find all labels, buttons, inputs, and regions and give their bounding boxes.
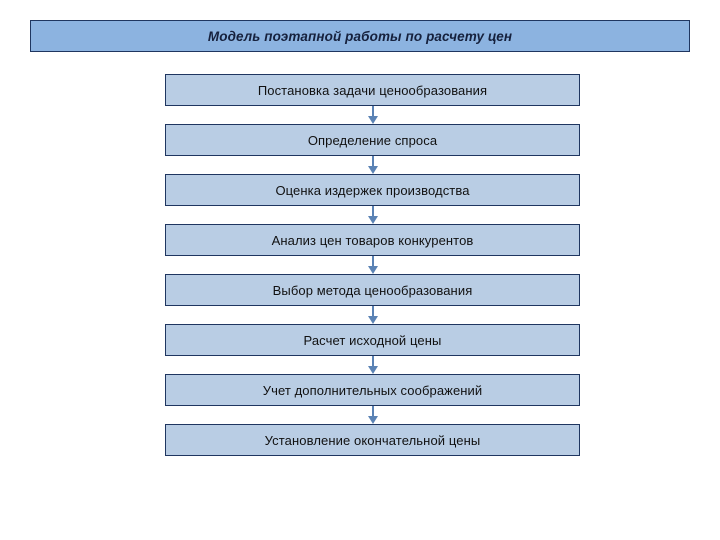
flow-step-label: Постановка задачи ценообразования [257,82,488,98]
diagram-title-text: Модель поэтапной работы по расчету цен [207,28,513,44]
flow-arrow-5-to-6 [165,306,580,324]
flow-step-box[interactable]: Постановка задачи ценообразования [165,74,580,106]
arrow-head-down-icon [367,416,378,424]
arrow-stem [371,256,374,268]
flow-arrow-1-to-2 [165,106,580,124]
flow-step-5: Выбор метода ценообразования [165,274,580,306]
flow-step-6: Расчет исходной цены [165,324,580,356]
flow-arrow-7-to-8 [165,406,580,424]
flow-step-4: Анализ цен товаров конкурентов [165,224,580,256]
arrow-stem [371,356,374,368]
flow-step-box[interactable]: Учет дополнительных соображений [165,374,580,406]
diagram-title-banner: Модель поэтапной работы по расчету цен [30,20,690,52]
flow-step-3: Оценка издержек производства [165,174,580,206]
flow-step-8: Установление окончательной цены [165,424,580,456]
arrow-stem [371,156,374,168]
flow-step-box[interactable]: Анализ цен товаров конкурентов [165,224,580,256]
flow-step-1: Постановка задачи ценообразования [165,74,580,106]
arrow-stem [371,406,374,418]
arrow-head-down-icon [367,266,378,274]
arrow-stem [371,206,374,218]
arrow-head-down-icon [367,166,378,174]
arrow-head-down-icon [367,216,378,224]
flow-arrow-4-to-5 [165,256,580,274]
flow-arrow-2-to-3 [165,156,580,174]
arrow-stem [371,306,374,318]
flow-step-label: Установление окончательной цены [264,432,481,448]
flow-step-label: Анализ цен товаров конкурентов [271,232,474,248]
flow-arrow-6-to-7 [165,356,580,374]
flow-step-box[interactable]: Определение спроса [165,124,580,156]
arrow-head-down-icon [367,116,378,124]
flow-step-box[interactable]: Выбор метода ценообразования [165,274,580,306]
flow-arrow-3-to-4 [165,206,580,224]
flow-step-box[interactable]: Установление окончательной цены [165,424,580,456]
flow-step-label: Определение спроса [307,132,438,148]
arrow-head-down-icon [367,366,378,374]
flow-step-2: Определение спроса [165,124,580,156]
flow-step-box[interactable]: Расчет исходной цены [165,324,580,356]
pricing-process-flowchart: Постановка задачи ценообразования Опреде… [165,74,580,456]
flow-step-label: Оценка издержек производства [275,182,470,198]
flow-step-label: Выбор метода ценообразования [272,282,473,298]
arrow-stem [371,106,374,118]
flow-step-7: Учет дополнительных соображений [165,374,580,406]
flow-step-label: Учет дополнительных соображений [262,382,483,398]
arrow-head-down-icon [367,316,378,324]
flow-step-box[interactable]: Оценка издержек производства [165,174,580,206]
flow-step-label: Расчет исходной цены [303,332,442,348]
